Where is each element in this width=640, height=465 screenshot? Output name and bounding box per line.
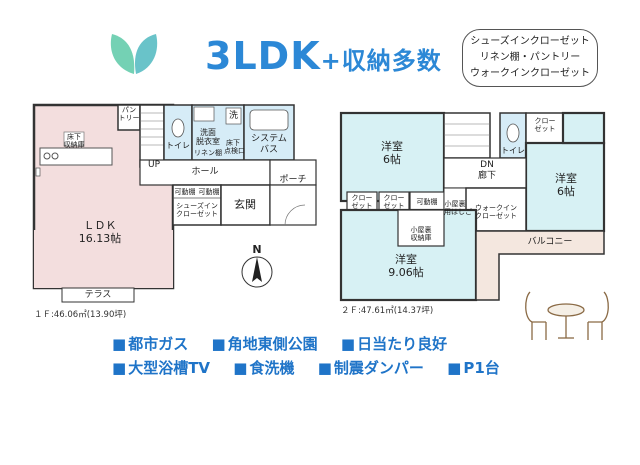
- bath-label: システム バス: [251, 134, 287, 155]
- feature-item: 日当たり良好: [341, 335, 447, 353]
- storage-line: ウォークインクローゼット: [470, 68, 590, 79]
- compass-n-label: N: [252, 243, 262, 256]
- hall-1f: [139, 159, 271, 186]
- western1-label: 洋室 6帖: [381, 140, 403, 166]
- yuka2-label: 床下 点検口: [224, 139, 245, 155]
- closet1-label: クロー ゼット: [351, 194, 373, 210]
- ldk-label: ＬＤＫ: [83, 219, 117, 232]
- terrace: [61, 287, 135, 303]
- genkan: [220, 184, 271, 226]
- feature-item: 角地東側公園: [211, 335, 317, 353]
- feature-item: 食洗機: [233, 359, 294, 377]
- yuka-label: 床下 収納庫: [63, 133, 85, 149]
- closet3-label: クロー ゼット: [534, 117, 556, 133]
- terrace-label: テラス: [84, 290, 112, 300]
- feature-item: 都市ガス: [112, 335, 188, 353]
- feature-row-2: 大型浴槽TV 食洗機 制震ダンパー P1台: [112, 357, 518, 378]
- movable3-label: 可動棚: [416, 198, 438, 206]
- storage-line: リネン棚・パントリー: [479, 52, 581, 63]
- page-title: 3LDK+収納多数: [205, 34, 442, 78]
- feature-row-1: 都市ガス 角地東側公園 日当たり良好: [112, 333, 465, 354]
- closet2-label: クロー ゼット: [383, 194, 405, 210]
- movable2-label: 可動棚: [198, 188, 220, 196]
- toilet-1f-label: トイレ: [166, 141, 190, 150]
- genkan-label: 玄関: [234, 198, 256, 211]
- shoes-label: シューズイン クローゼット: [176, 202, 218, 218]
- laundry-label: 洗: [228, 111, 238, 121]
- hallway-label: DN 廊下: [477, 160, 496, 181]
- movable1-label: 可動棚: [174, 188, 196, 196]
- linen-label: リネン棚: [194, 149, 222, 157]
- washroom-label: 洗面 脱衣室: [196, 128, 220, 146]
- table-chairs-illustration: [525, 291, 609, 340]
- title-main: 3LDK: [205, 34, 321, 78]
- floor2-area: ２Ｆ:47.61㎡(14.37坪): [341, 306, 434, 316]
- leaf-logo-icon: [110, 34, 158, 74]
- yuka-storage-box: [63, 131, 85, 147]
- storage-list-box: シューズインクローゼット リネン棚・パントリー ウォークインクローゼット: [462, 29, 598, 87]
- feature-item: 制震ダンパー: [318, 359, 424, 377]
- stairs-2f: [443, 112, 491, 159]
- stairs-1f: [139, 104, 165, 168]
- western2-label: 洋室 6帖: [555, 172, 577, 198]
- title-suffix: +収納多数: [320, 47, 442, 75]
- floor1-area: １Ｆ:46.06㎡(13.90坪): [34, 310, 127, 320]
- balcony: [475, 230, 605, 301]
- kitchen-counter: [39, 147, 113, 166]
- balcony-label: バルコニー: [527, 237, 573, 247]
- walkin-label: ウォークイン クローゼット: [475, 204, 517, 220]
- feature-item: P1台: [447, 359, 500, 377]
- up-label: UP: [147, 160, 160, 170]
- attic-label: 小屋裏 収納庫: [410, 226, 432, 242]
- pantry-label: パン トリー: [118, 106, 140, 122]
- hall-label: ホール: [191, 167, 219, 177]
- ldk-lower: [34, 230, 173, 288]
- western3-label: 洋室 9.06帖: [388, 253, 424, 279]
- porch-label: ポーチ: [279, 175, 307, 185]
- shoes-closet: [172, 184, 222, 226]
- feature-item: 大型浴槽TV: [112, 359, 210, 377]
- ldk-size-label: 16.13帖: [78, 232, 122, 245]
- toilet-2f-label: トイレ: [501, 146, 525, 155]
- hallway-2f: [443, 157, 527, 189]
- ladder-label: 小屋裏 用はしご: [444, 200, 472, 216]
- storage-line: シューズインクローゼット: [470, 36, 590, 47]
